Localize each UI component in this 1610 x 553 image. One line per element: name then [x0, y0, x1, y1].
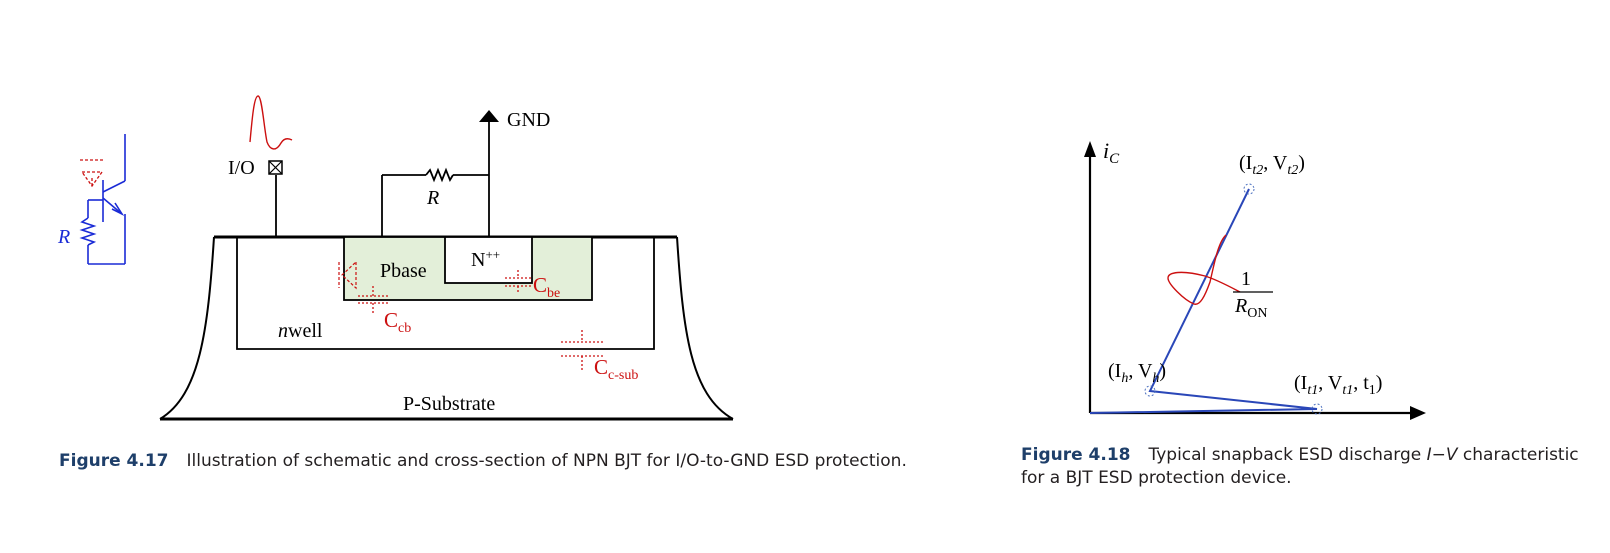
snapback-curve	[1089, 188, 1318, 414]
figure-4-17-diagram: R GND R	[57, 95, 734, 421]
slope-numerator: 1	[1241, 268, 1251, 290]
y-axis-arrow-icon	[1084, 141, 1096, 157]
gnd-label: GND	[507, 109, 550, 131]
schematic-diode-icon	[80, 159, 104, 188]
terminal-wires	[275, 122, 490, 237]
esd-pulse-waveform	[249, 95, 293, 150]
csub-label: Cc-sub	[594, 355, 638, 383]
pbase-diode-icon	[338, 260, 357, 290]
io-pad-icon	[268, 160, 283, 175]
slope-denominator: RON	[1234, 295, 1267, 321]
point-h-label: (Ih, Vh)	[1108, 360, 1166, 386]
cbe-label: Cbe	[533, 273, 560, 301]
nwell-region	[236, 237, 655, 350]
cbe-capacitor-icon	[505, 270, 531, 294]
esd-pulse-iv-waveform	[1167, 234, 1241, 305]
iv-italic: I−V	[1426, 445, 1458, 465]
figure-4-18-number: Figure 4.18	[1021, 445, 1131, 465]
io-label: I/O	[228, 157, 255, 179]
point-t1-label: (It1, Vt1, t1)	[1294, 372, 1382, 398]
ccb-capacitor-icon	[358, 286, 388, 313]
nwell-label: nwell	[278, 320, 323, 342]
csub-capacitor-icon	[561, 330, 603, 370]
key-point-markers	[1144, 183, 1323, 415]
figure-4-18-diagram: iC 1 RON (It2, Vt2) (Ih, Vh) (It1, Vt1, …	[1084, 138, 1426, 420]
schematic-r-label: R	[57, 226, 70, 248]
pbase-label: Pbase	[380, 260, 427, 282]
figure-4-18-caption-line2: for a BJT ESD protection device.	[1021, 468, 1292, 488]
point-t2-label: (It2, Vt2)	[1239, 152, 1305, 178]
resistor-r-label: R	[426, 187, 439, 209]
nplus-label: N++	[471, 247, 500, 271]
x-axis-arrow-icon	[1410, 406, 1426, 420]
ccb-label: Ccb	[384, 308, 411, 336]
figure-4-17-number: Figure 4.17	[59, 451, 169, 471]
figure-4-17-caption: Figure 4.17 Illustration of schematic and…	[59, 450, 907, 473]
npn-schematic	[79, 134, 126, 265]
figure-4-17-caption-text: Illustration of schematic and cross-sect…	[186, 451, 907, 471]
gnd-arrow-icon	[479, 110, 499, 122]
y-axis-label: iC	[1103, 138, 1120, 167]
psubstrate-label: P-Substrate	[403, 393, 495, 415]
